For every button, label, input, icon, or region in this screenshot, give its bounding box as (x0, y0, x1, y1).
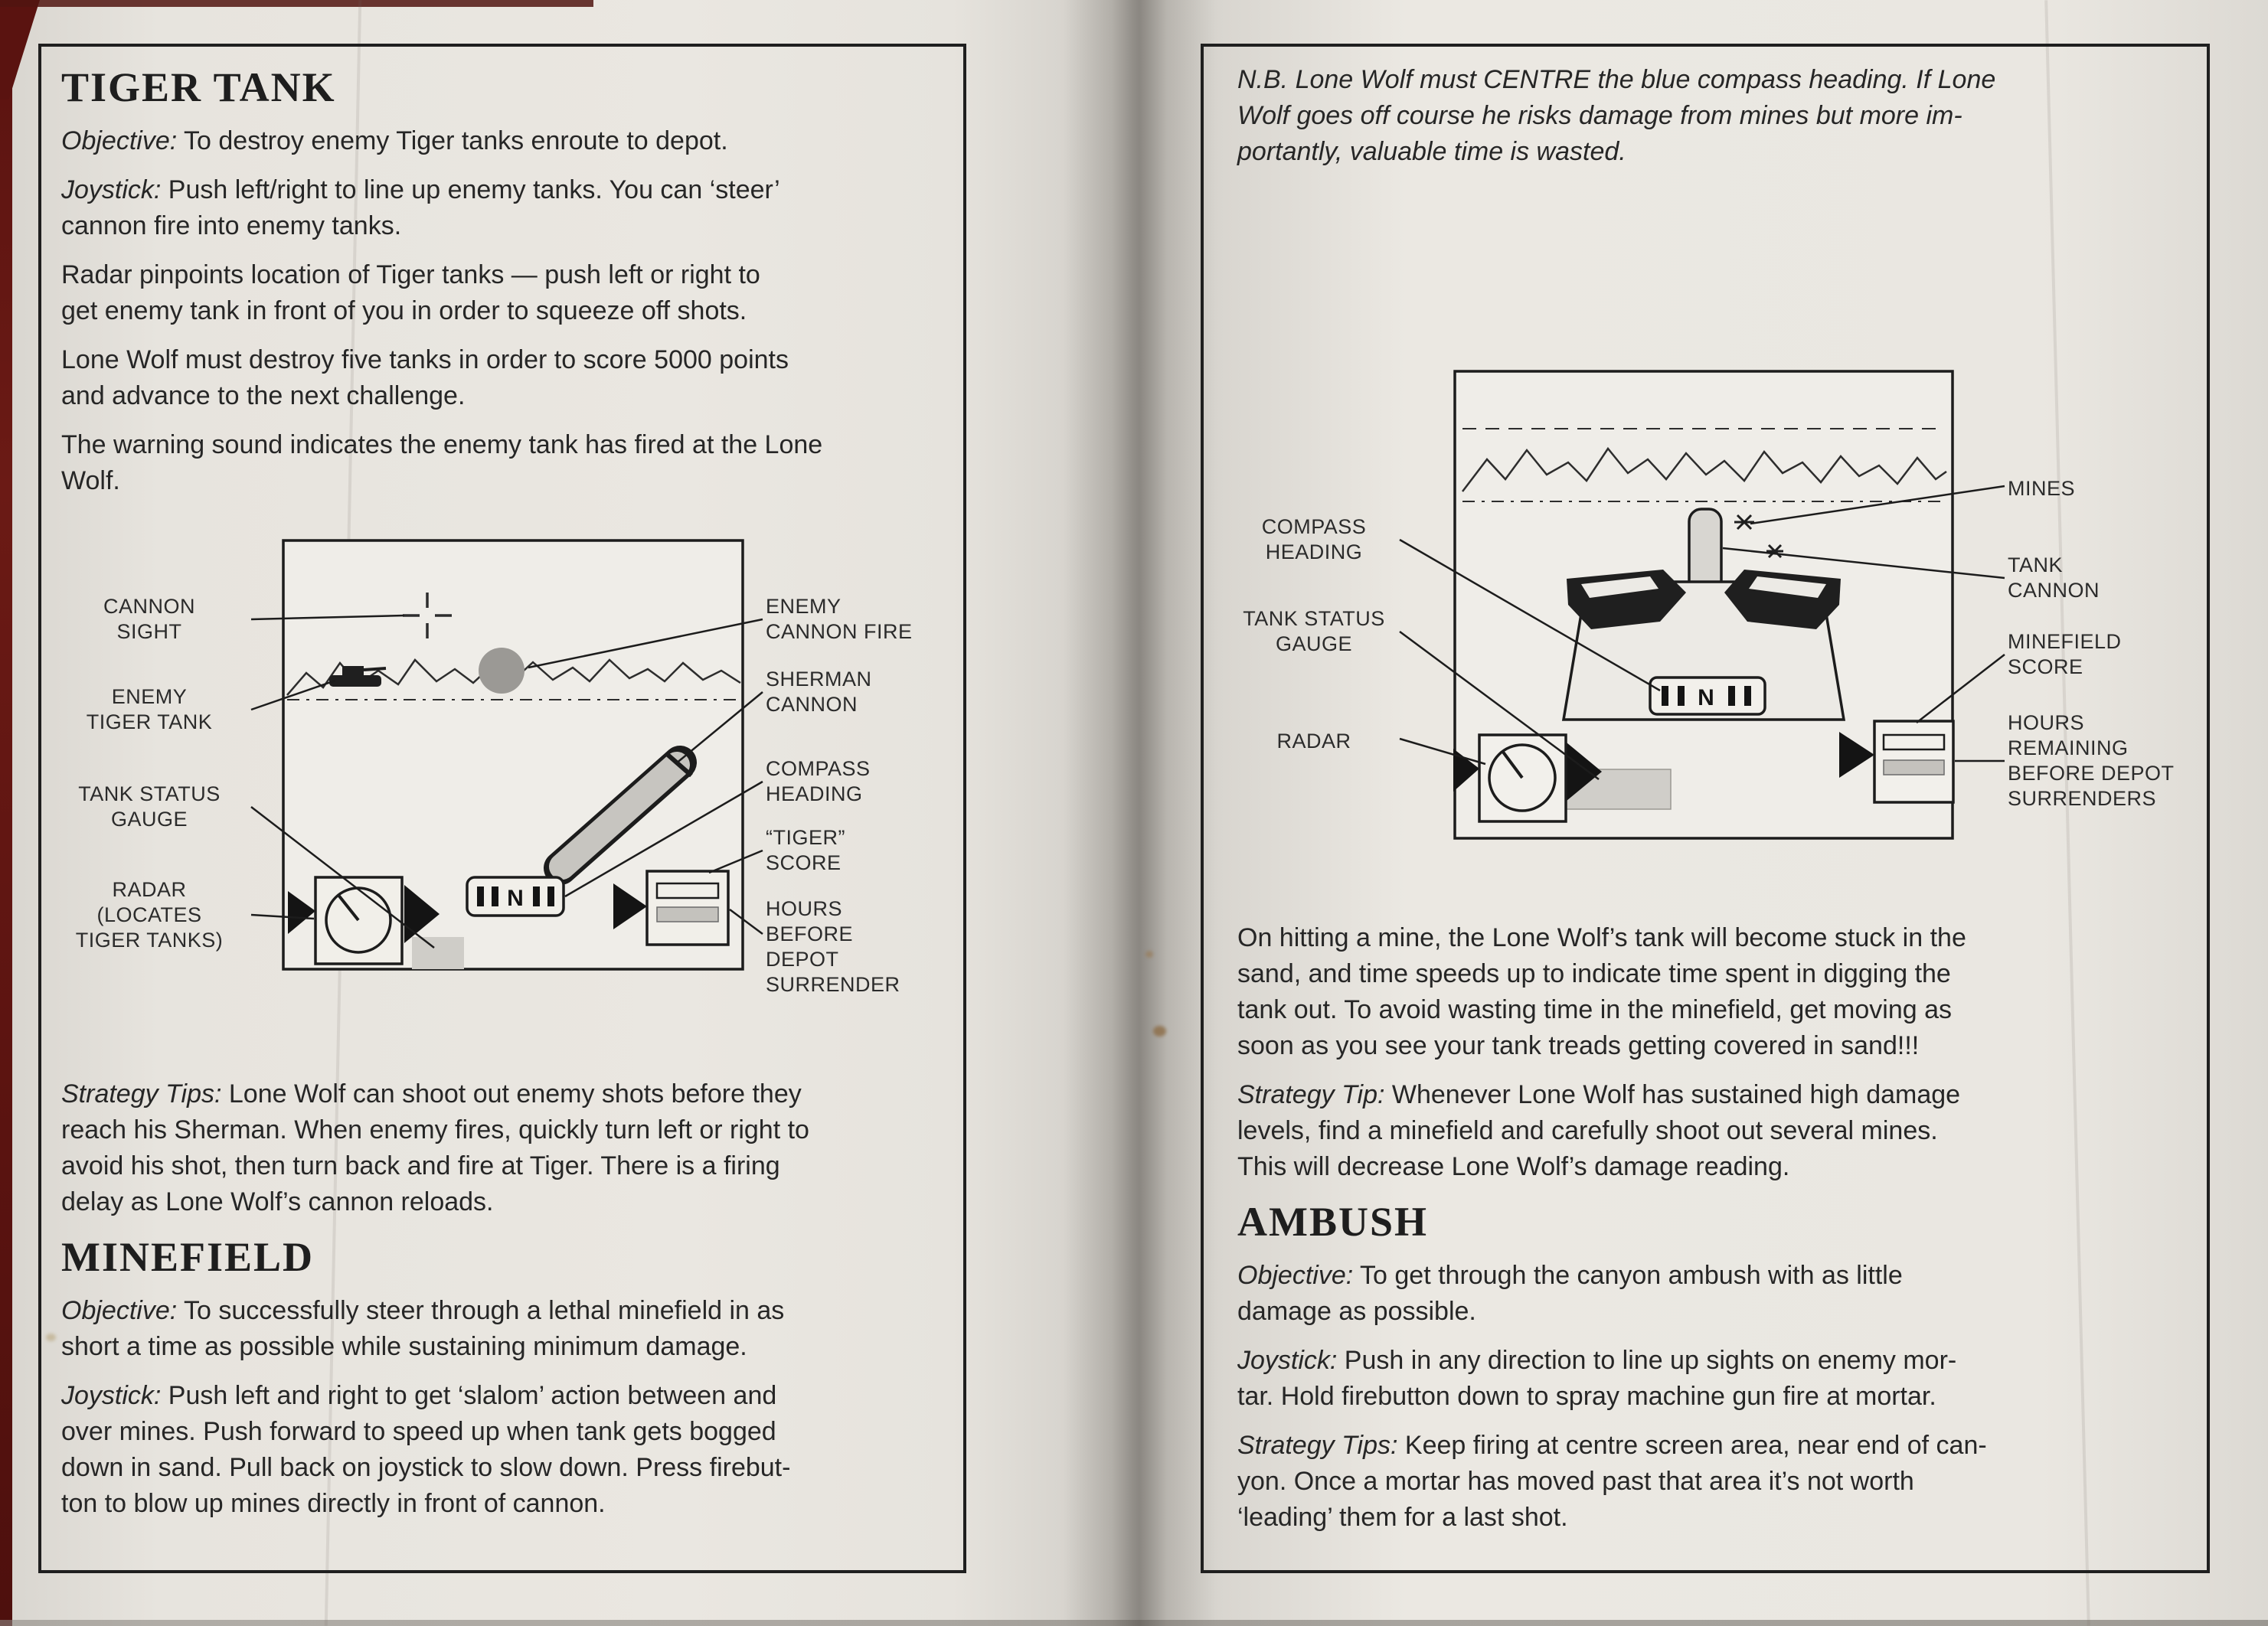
paragraph-lead: Objective: (1237, 1261, 1354, 1290)
bottom-edge-shadow (0, 1620, 2268, 1626)
tiger-score-paragraph: Lone Wolf must destroy five tanks in ord… (61, 345, 789, 410)
paragraph-lead: Joystick: (61, 175, 162, 204)
compass-letter: N (1698, 685, 1714, 710)
tiger-radar-paragraph: Radar pinpoints location of Tiger tanks … (61, 260, 760, 325)
compass-letter: N (507, 886, 524, 911)
label-tank-status-gauge: TANK STATUS GAUGE (78, 782, 221, 831)
paragraph-text: To successfully steer through a lethal m… (61, 1296, 785, 1361)
tiger-tank-heading: TIGER TANK (61, 64, 336, 110)
radar-display (288, 876, 440, 965)
page-gutter (1063, 0, 1216, 1626)
paragraph-lead: Joystick: (1237, 1346, 1338, 1375)
ambush-heading: AMBUSH (1237, 1199, 1429, 1245)
top-edge-shadow (0, 0, 593, 7)
enemy-tiger-tank-sprite (329, 666, 387, 687)
paragraph-lead: Objective: (61, 1296, 178, 1325)
stain-spot (1153, 1026, 1166, 1037)
paragraph-text: Whenever Lone Wolf has sustained high da… (1237, 1080, 1961, 1181)
tiger-warning-paragraph: The warning sound indicates the enemy ta… (61, 430, 823, 495)
score-display (613, 870, 730, 946)
game-screen: N (282, 539, 744, 971)
label-cannon-sight: CANNON SIGHT (103, 595, 195, 643)
minefield-diagram: N (1233, 352, 2175, 888)
compass-display: N (466, 876, 565, 917)
minefield-strategy-paragraph: Strategy Tip: Whenever Lone Wolf has sus… (1237, 1077, 2173, 1185)
mountains (1462, 446, 1947, 492)
label-hours-before: HOURS BEFORE DEPOT SURRENDER (766, 897, 900, 996)
label-tank-status-gauge: TANK STATUS GAUGE (1243, 607, 1385, 655)
cover-edge-corner (0, 0, 40, 100)
label-compass-heading: COMPASS HEADING (766, 757, 871, 805)
page-left-frame: TIGER TANK Objective: To destroy enemy T… (38, 44, 966, 1573)
label-mines: MINES (2008, 477, 2076, 500)
paragraph-lead: Strategy Tips: (61, 1079, 222, 1108)
label-radar: RADAR (1276, 730, 1351, 753)
mine-hit-paragraph: On hitting a mine, the Lone Wolf’s tank … (1237, 923, 1966, 1060)
minefield-diagram-art: N (1399, 370, 2005, 840)
tiger-tank-diagram-art: N (250, 539, 763, 971)
minefield-heading: MINEFIELD (61, 1234, 315, 1280)
player-tank-sprite: N (1561, 508, 1846, 810)
label-sherman-cannon: SHERMAN CANNON (766, 668, 872, 716)
paragraph-text: Lone Wolf can shoot out enemy shots befo… (61, 1079, 809, 1216)
leader-lines (1399, 485, 2005, 781)
ambush-objective-paragraph: Objective: To get through the canyon amb… (1237, 1258, 2173, 1330)
stain-spot (46, 1334, 56, 1341)
nb-paragraph: N.B. Lone Wolf must CENTRE the blue comp… (1237, 65, 1996, 166)
label-hours-remaining: HOURS REMAINING BEFORE DEPOT SURRENDERS (2008, 711, 2175, 810)
compass-display: N (1649, 676, 1766, 716)
tiger-joystick-paragraph: Joystick: Push left/right to line up ene… (61, 172, 942, 244)
paragraph-lead: Joystick: (61, 1381, 162, 1410)
game-screen: N (1453, 370, 1955, 840)
paragraph-text: Push in any direction to line up sights … (1237, 1346, 1957, 1411)
minefield-objective-paragraph: Objective: To successfully steer through… (61, 1293, 942, 1365)
cover-edge (0, 0, 12, 1626)
label-minefield-score: MINEFIELD SCORE (2008, 630, 2122, 678)
paragraph-text: To get through the canyon ambush with as… (1237, 1261, 1903, 1326)
radar-display (1453, 733, 1602, 823)
ambush-strategy-paragraph: Strategy Tips: Keep firing at centre scr… (1237, 1428, 2173, 1536)
paragraph-lead: Strategy Tip: (1237, 1080, 1385, 1109)
paragraph-lead: Strategy Tips: (1237, 1431, 1398, 1460)
minefield-joystick-paragraph: Joystick: Push left and right to get ‘sl… (61, 1378, 942, 1522)
label-radar: RADAR (LOCATES TIGER TANKS) (75, 878, 224, 952)
paragraph-lead: Objective: (61, 126, 178, 155)
paragraph-text: To destroy enemy Tiger tanks enroute to … (177, 126, 728, 155)
paragraph-text: Keep firing at centre screen area, near … (1237, 1431, 1987, 1532)
cannon-sight-crosshair-icon (403, 593, 452, 638)
stain-spot (1145, 951, 1153, 958)
paragraph-text: Push left and right to get ‘slalom’ acti… (61, 1381, 791, 1518)
label-compass-heading: COMPASS HEADING (1261, 515, 1367, 563)
sherman-cannon-barrel (544, 746, 697, 885)
tiger-strategy-paragraph: Strategy Tips: Lone Wolf can shoot out e… (61, 1076, 942, 1220)
label-enemy-tiger-tank: ENEMY TIGER TANK (86, 685, 213, 733)
paragraph-text: Push left/right to line up enemy tanks. … (61, 175, 780, 240)
label-tiger-score: “TIGER” SCORE (766, 826, 845, 874)
tiger-tank-diagram: N (54, 518, 919, 1053)
tank-status-gauge-bar (412, 937, 464, 969)
ambush-joystick-paragraph: Joystick: Push in any direction to line … (1237, 1343, 2173, 1415)
tiger-objective-paragraph: Objective: To destroy enemy Tiger tanks … (61, 123, 942, 159)
page-right-frame: N.B. Lone Wolf must CENTRE the blue comp… (1201, 44, 2210, 1573)
label-tank-cannon: TANK CANNON (2008, 553, 2100, 602)
leader-lines (250, 614, 763, 948)
score-display (1839, 720, 1955, 804)
label-enemy-cannon-fire: ENEMY CANNON FIRE (766, 595, 913, 643)
enemy-cannon-fireball (479, 648, 525, 694)
